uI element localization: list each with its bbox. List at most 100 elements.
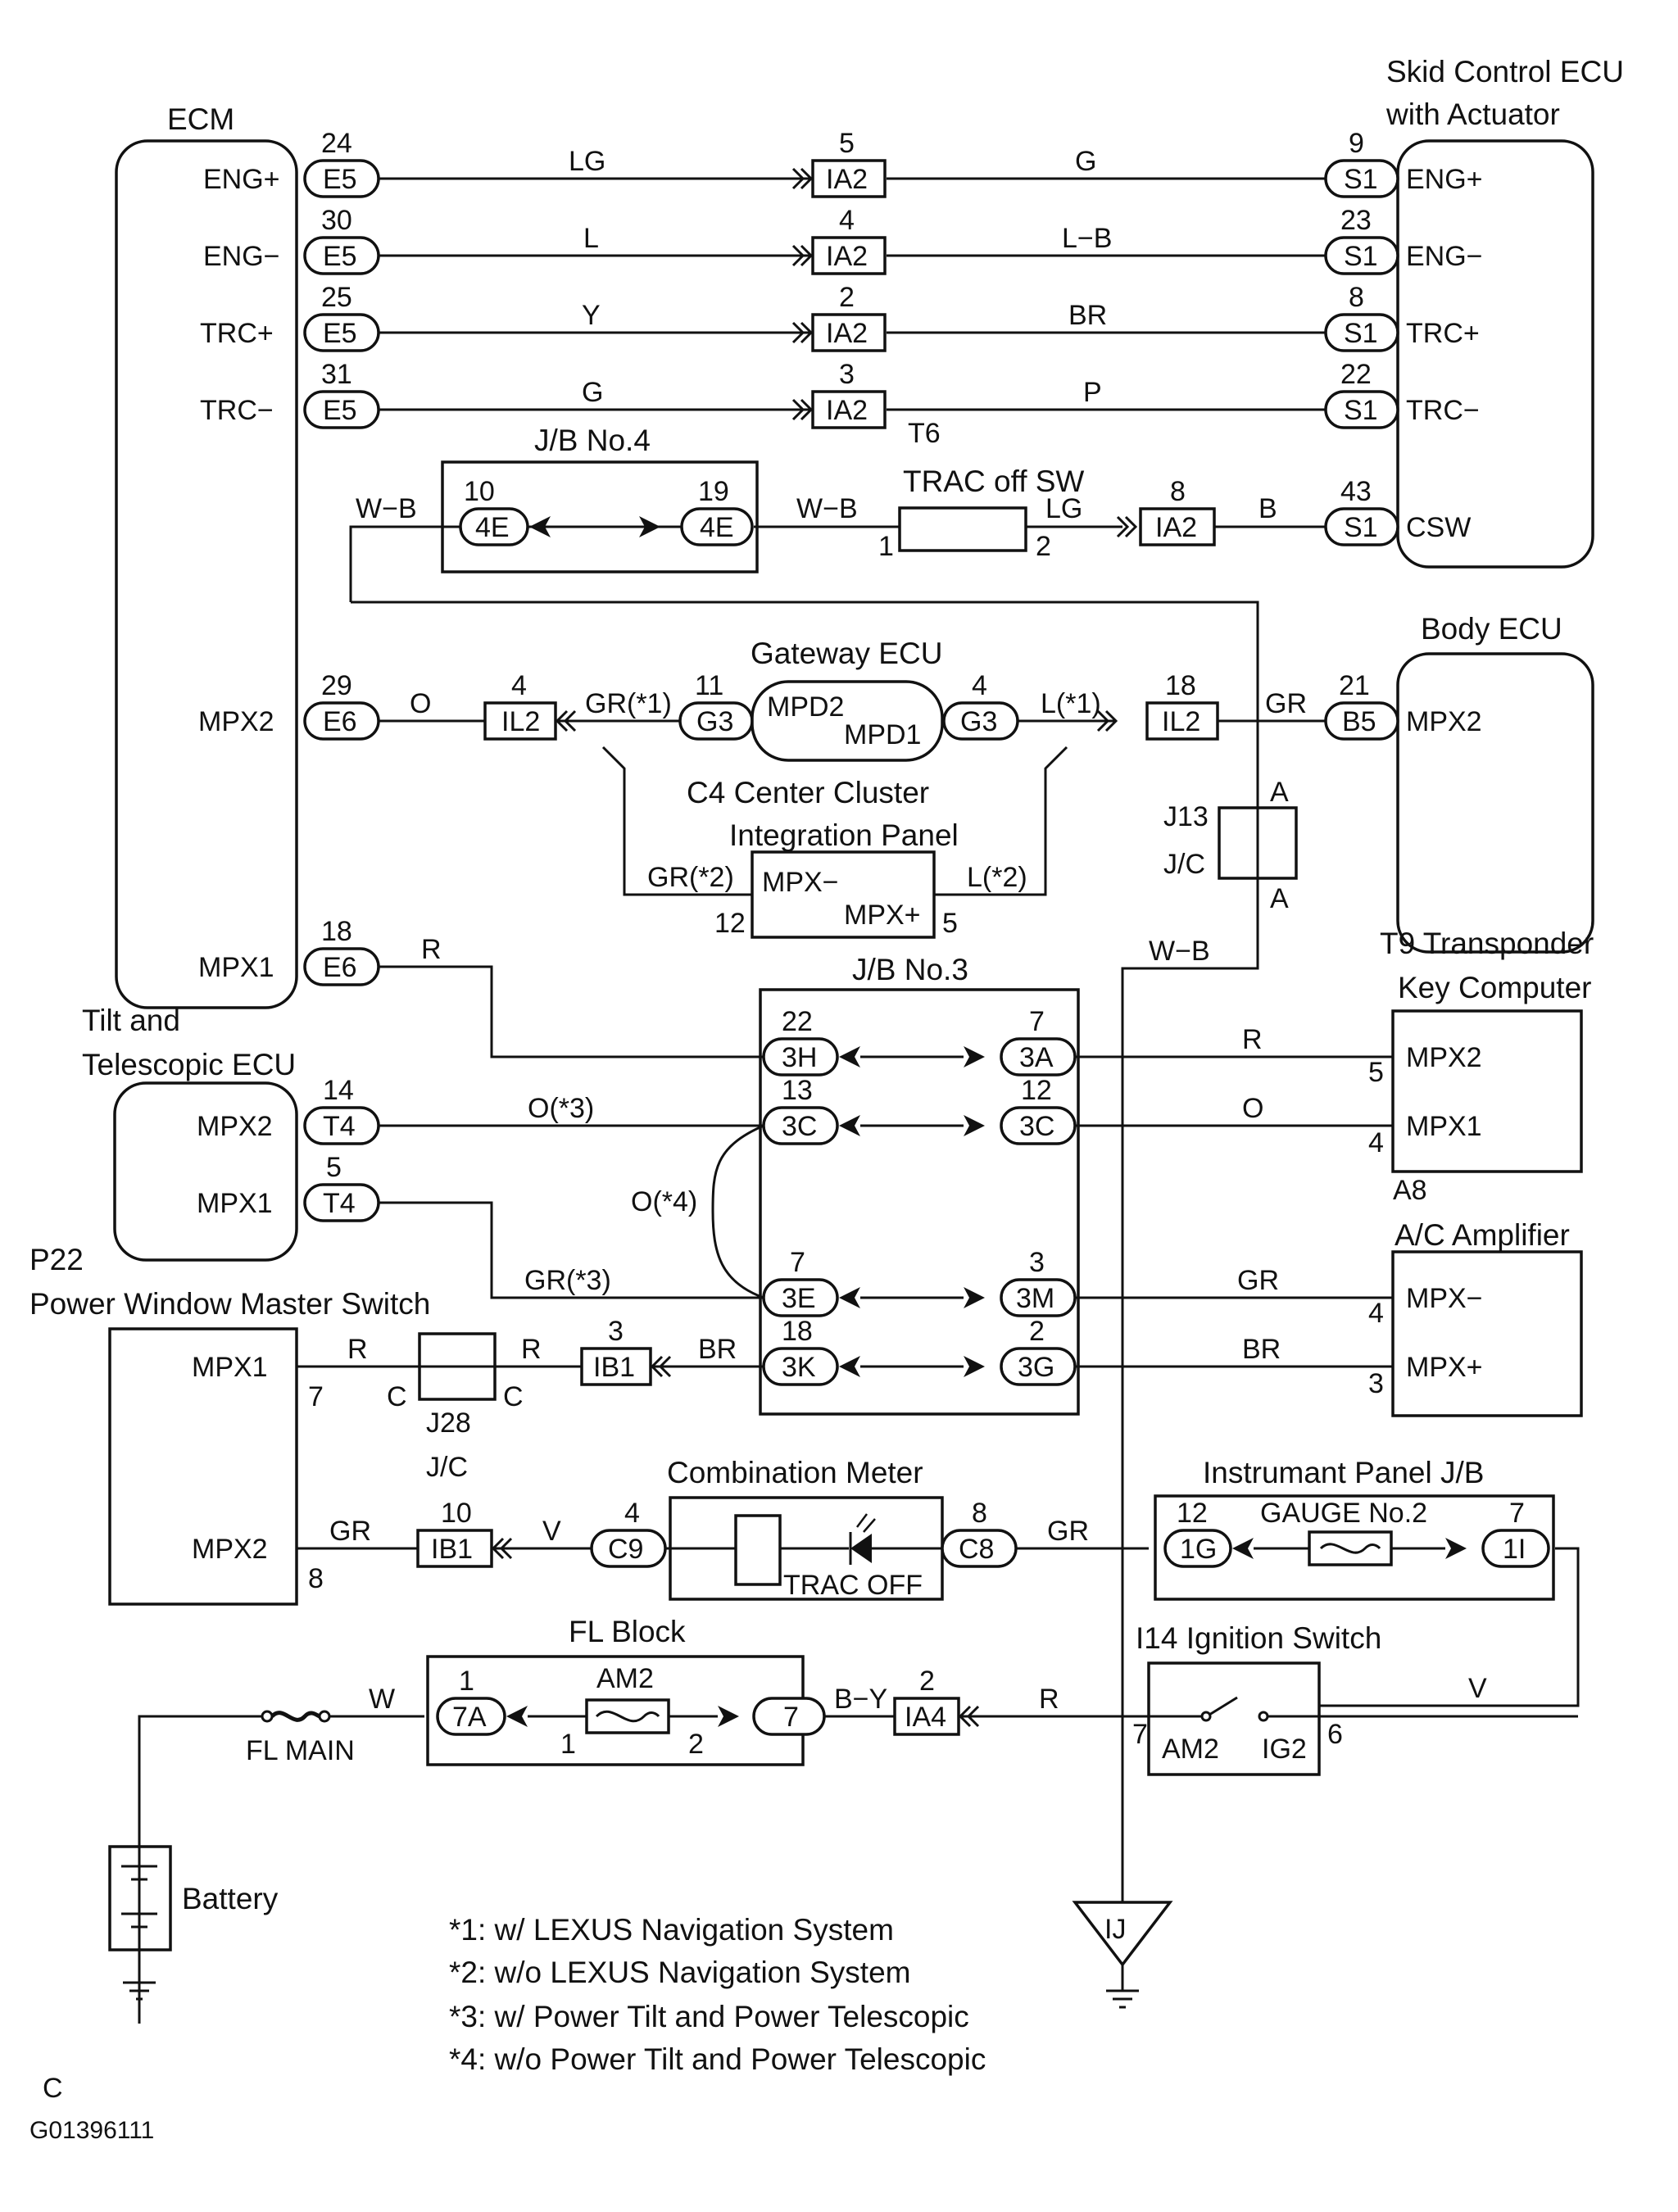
svg-text:1: 1 (878, 531, 894, 562)
svg-text:J/C: J/C (426, 1452, 468, 1483)
svg-text:I14 Ignition Switch: I14 Ignition Switch (1136, 1621, 1381, 1655)
svg-text:Battery: Battery (182, 1882, 279, 1915)
ia2-connectors: IA2 5 IA2 4 IA2 2 IA2 3 T6 (811, 128, 941, 449)
fl-main-fuse: FL MAIN (246, 1710, 355, 1766)
svg-text:TRAC OFF: TRAC OFF (783, 1570, 923, 1601)
svg-text:S1: S1 (1344, 318, 1378, 349)
svg-text:G3: G3 (696, 706, 733, 737)
svg-text:C: C (503, 1381, 524, 1412)
svg-text:2: 2 (839, 282, 855, 313)
svg-text:11: 11 (695, 670, 723, 701)
svg-text:GR: GR (329, 1516, 371, 1547)
svg-text:GR: GR (1265, 688, 1307, 719)
svg-text:BR: BR (1068, 300, 1107, 331)
svg-text:IL2: IL2 (1162, 706, 1200, 737)
svg-text:7: 7 (1029, 1006, 1045, 1037)
svg-text:R: R (347, 1334, 368, 1365)
j28-junction: R C C R J28 J/C IB1 3 (347, 1316, 652, 1483)
instrument-panel-jb: Instrumant Panel J/B 1G 12 1I 7 GAUGE No… (1154, 1456, 1555, 1601)
svg-text:E6: E6 (323, 952, 357, 983)
ecm-pin-engm: ENG− (203, 241, 280, 272)
svg-text:IA4: IA4 (905, 1702, 946, 1733)
svg-text:GAUGE No.2: GAUGE No.2 (1260, 1498, 1427, 1529)
svg-text:GR(*1): GR(*1) (585, 688, 672, 719)
svg-text:4: 4 (511, 670, 527, 701)
svg-text:3H: 3H (782, 1042, 817, 1073)
svg-text:MPX1: MPX1 (192, 1352, 268, 1383)
svg-text:3C: 3C (1019, 1111, 1054, 1142)
footnotes: *1: w/ LEXUS Navigation System *2: w/o L… (449, 1913, 986, 2076)
svg-text:IB1: IB1 (593, 1352, 635, 1383)
svg-text:1G: 1G (1180, 1534, 1217, 1565)
svg-text:5: 5 (1368, 1057, 1384, 1088)
svg-text:TRC+: TRC+ (1406, 318, 1480, 349)
svg-text:MPX1: MPX1 (197, 1188, 273, 1219)
svg-text:S1: S1 (1344, 395, 1378, 426)
ac-amplifier: A/C Amplifier MPX− MPX+ 4 3 (1368, 1218, 1583, 1417)
svg-text:BR: BR (698, 1334, 737, 1365)
svg-text:G01396111: G01396111 (29, 2117, 154, 2144)
svg-text:L(*1): L(*1) (1041, 688, 1101, 719)
svg-text:21: 21 (1339, 670, 1370, 701)
svg-text:12: 12 (714, 908, 746, 939)
svg-text:22: 22 (782, 1006, 813, 1037)
svg-text:7: 7 (1132, 1719, 1148, 1750)
svg-text:R: R (521, 1334, 542, 1365)
j13-junction: J13 J/C A A W−B (1149, 777, 1298, 967)
svg-text:43: 43 (1340, 476, 1372, 507)
svg-text:13: 13 (782, 1075, 813, 1106)
svg-text:7: 7 (783, 1702, 799, 1733)
svg-text:4E: 4E (700, 512, 734, 543)
svg-text:10: 10 (464, 476, 495, 507)
svg-text:MPX+: MPX+ (844, 900, 921, 931)
trac-off-switch[interactable]: TRAC off SW 1 2 LG IA2 8 B (878, 465, 1277, 562)
svg-text:19: 19 (698, 476, 729, 507)
ecm-pin-trcp: TRC+ (200, 318, 274, 349)
svg-text:18: 18 (782, 1316, 813, 1347)
svg-text:E5: E5 (323, 318, 357, 349)
svg-text:*4: w/o Power Tilt and Power T: *4: w/o Power Tilt and Power Telescopic (449, 2042, 986, 2076)
svg-text:4: 4 (972, 670, 987, 701)
svg-text:3: 3 (1368, 1368, 1384, 1399)
svg-text:7: 7 (308, 1381, 324, 1412)
svg-text:1: 1 (560, 1729, 576, 1760)
jb-no3: J/B No.3 3H 22 3A 7 3C 13 3C 12 3E 7 3M … (759, 953, 1080, 1416)
wire-labels-mid: R R O(*3) O O(*4) GR(*3) GR BR BR (421, 934, 1281, 1365)
skid-control-ecu: Skid Control ECU with Actuator S1 9 S1 2… (1324, 55, 1624, 569)
svg-text:Y: Y (582, 300, 601, 331)
svg-text:8: 8 (1349, 282, 1364, 313)
center-cluster-panel: C4 Center Cluster Integration Panel MPX−… (647, 776, 1027, 939)
svg-text:L(*2): L(*2) (967, 862, 1027, 893)
battery: Battery (108, 1845, 279, 2001)
svg-text:4: 4 (624, 1498, 640, 1529)
svg-text:G: G (582, 377, 603, 408)
svg-text:3M: 3M (1016, 1283, 1054, 1314)
svg-text:FL MAIN: FL MAIN (246, 1735, 355, 1766)
svg-text:25: 25 (321, 282, 352, 313)
svg-text:GR(*2): GR(*2) (647, 862, 734, 893)
svg-text:MPX2: MPX2 (1406, 706, 1482, 737)
svg-text:2: 2 (1036, 531, 1051, 562)
power-window-master-switch: P22 Power Window Master Switch MPX1 MPX2… (29, 1243, 430, 1606)
svg-text:J28: J28 (426, 1407, 471, 1439)
svg-text:B5: B5 (1342, 706, 1376, 737)
svg-text:AM2: AM2 (1162, 1734, 1219, 1765)
transponder-key-computer: T9 Transponder Key Computer MPX2 MPX1 5 … (1368, 927, 1594, 1206)
svg-text:L: L (583, 223, 599, 254)
svg-text:IA2: IA2 (1155, 512, 1197, 543)
svg-text:7: 7 (790, 1247, 805, 1278)
svg-text:A/C Amplifier: A/C Amplifier (1395, 1218, 1570, 1252)
svg-text:J13: J13 (1163, 801, 1209, 832)
svg-text:GR: GR (1237, 1265, 1279, 1296)
svg-text:Tilt and: Tilt and (82, 1004, 180, 1037)
svg-text:W−B: W−B (356, 493, 417, 524)
svg-text:R: R (421, 934, 442, 965)
svg-text:A8: A8 (1393, 1175, 1427, 1206)
svg-text:BR: BR (1242, 1334, 1281, 1365)
svg-text:IA2: IA2 (826, 395, 868, 426)
svg-text:3E: 3E (782, 1283, 816, 1314)
svg-text:T9 Transponder: T9 Transponder (1380, 927, 1594, 960)
svg-text:4: 4 (1368, 1298, 1384, 1329)
svg-text:S1: S1 (1344, 164, 1378, 195)
